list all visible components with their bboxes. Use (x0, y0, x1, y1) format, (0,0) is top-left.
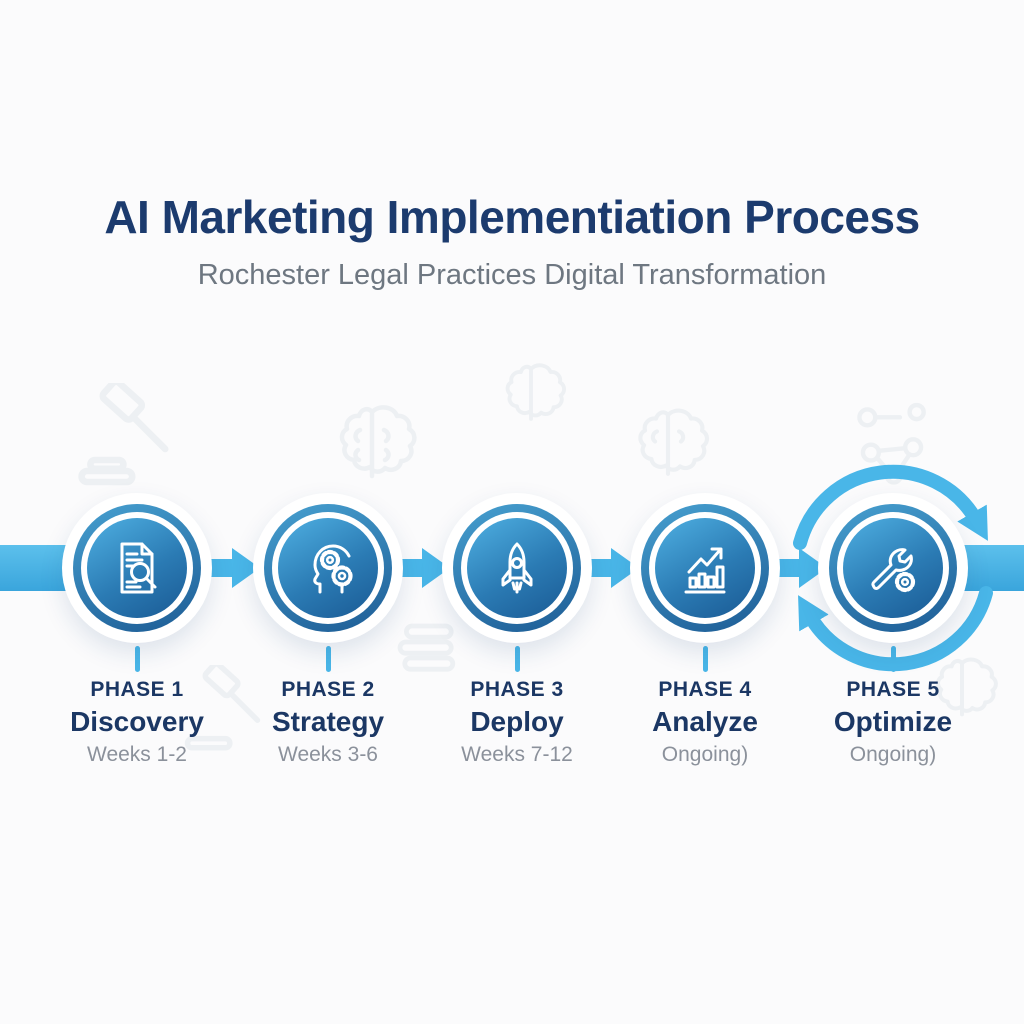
phase-number: PHASE 3 (470, 678, 564, 701)
phase-duration: Weeks 7-12 (461, 743, 573, 766)
phase-1-label: PHASE 1 Discovery Weeks 1-2 (37, 678, 237, 767)
page-subtitle: Rochester Legal Practices Digital Transf… (197, 258, 827, 291)
head-gears-icon (313, 544, 353, 594)
phase-number: PHASE 4 (658, 678, 752, 701)
rotation-arrows-icon (793, 464, 993, 672)
phase-name: Deploy (470, 706, 564, 737)
connector-tick (890, 646, 896, 672)
brain-icon (322, 398, 422, 498)
phase-name: Optimize (833, 706, 953, 737)
gavel-icon (182, 665, 274, 757)
connector-tick (325, 646, 331, 672)
phase-number: PHASE 2 (281, 678, 375, 701)
books-icon (392, 602, 472, 682)
phase-1-node (62, 493, 212, 643)
node-inner (843, 518, 943, 618)
node-inner (655, 518, 755, 618)
brain-icon (622, 402, 714, 494)
connector-tick (514, 646, 520, 672)
header: AI Marketing Implementiation Process Roc… (0, 192, 1024, 292)
phase-duration: Ongoing) (849, 743, 937, 766)
phase-2-label: PHASE 2 Strategy Weeks 3-6 (228, 678, 428, 767)
phase-number: PHASE 5 (846, 678, 940, 701)
phase-5-label: PHASE 5 Optimize Ongoing) (793, 678, 993, 767)
connector-tick (702, 646, 708, 672)
gavel-icon (75, 383, 185, 493)
phase-5-node (818, 493, 968, 643)
page-title: AI Marketing Implementiation Process (104, 191, 920, 243)
wrench-gear-icon (871, 548, 916, 593)
phase-4-label: PHASE 4 Analyze Ongoing) (605, 678, 805, 767)
document-search-icon (120, 542, 157, 594)
phase-name: Discovery (70, 706, 204, 737)
phase-name: Analyze (652, 706, 758, 737)
brain-icon (492, 358, 570, 436)
phase-name: Strategy (271, 706, 385, 737)
phase-2-node (253, 493, 403, 643)
phase-3-label: PHASE 3 Deploy Weeks 7-12 (417, 678, 617, 767)
phase-number: PHASE 1 (90, 678, 184, 701)
phase-4-node (630, 493, 780, 643)
phase-duration: Ongoing) (661, 743, 749, 766)
phase-duration: Weeks 3-6 (278, 743, 378, 766)
node-inner (87, 518, 187, 618)
connector-tick (134, 646, 140, 672)
growth-chart-icon (684, 547, 726, 594)
rocket-icon (501, 542, 533, 594)
brain-icon (922, 652, 1002, 732)
phase-3-node (442, 493, 592, 643)
phase-duration: Weeks 1-2 (87, 743, 187, 766)
